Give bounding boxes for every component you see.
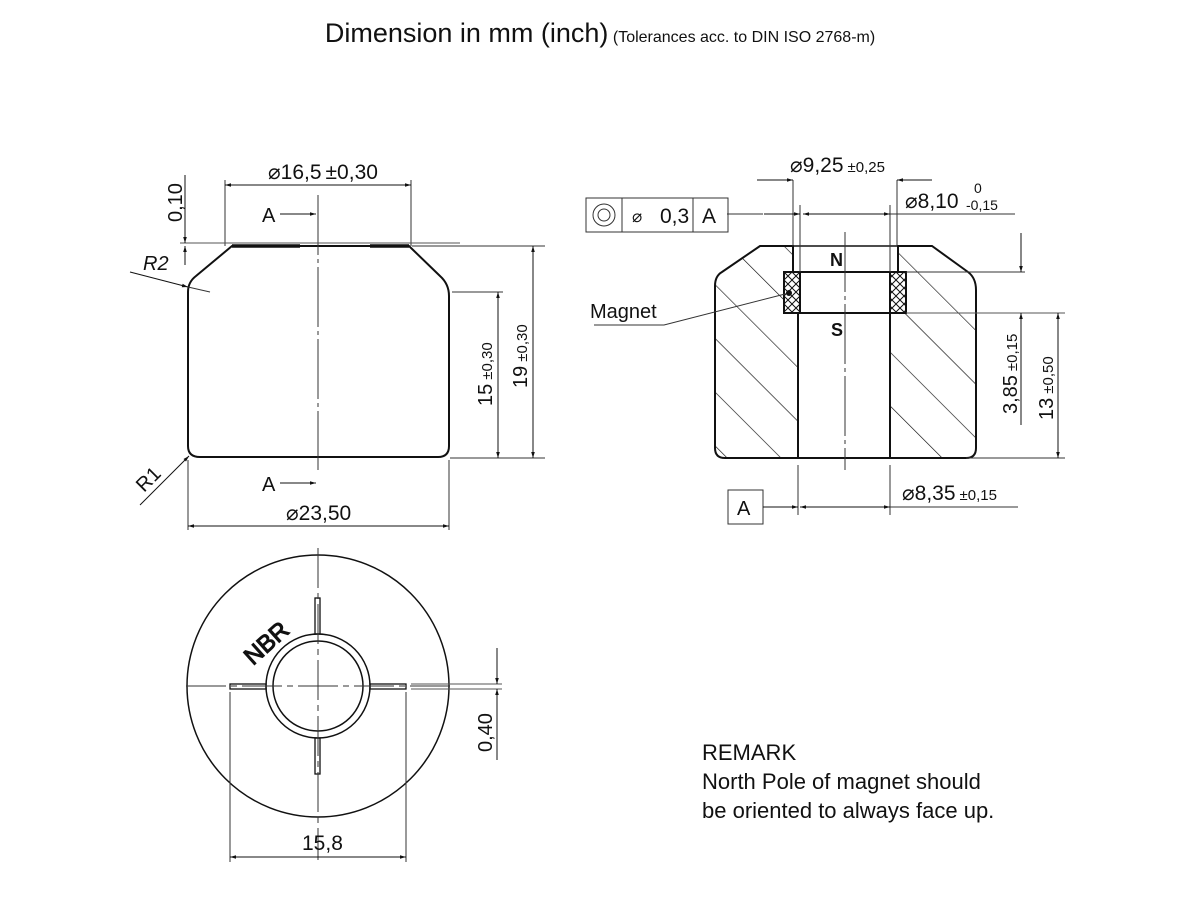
dim-top-diameter: ⌀16,5±0,30 bbox=[268, 161, 378, 184]
magnet-label: Magnet bbox=[590, 301, 657, 323]
tol-upper: 0 bbox=[974, 180, 982, 196]
section-view: N S Magnet ⌀9,25±0,25 ⌀8,10 0 -0,15 bbox=[585, 154, 1065, 525]
dim-bore-bottom-diameter: ⌀8,35±0,15 bbox=[902, 482, 997, 505]
dim-slot-span: 15,8 bbox=[302, 832, 343, 855]
dim-bore-height: 13±0,50 bbox=[1036, 356, 1058, 420]
dim-radius-bottom: R1 bbox=[132, 463, 166, 497]
dim-bore-inner-diameter: ⌀8,10 bbox=[905, 190, 959, 213]
dim-top-offset: 0,10 bbox=[165, 183, 187, 222]
top-view: NBR 15,8 0,40 bbox=[186, 548, 502, 862]
fcf-zone-symbol: ⌀ bbox=[632, 207, 642, 226]
section-marker-bottom: A bbox=[262, 474, 276, 496]
dim-slot-width: 0,40 bbox=[475, 713, 497, 752]
dim-radius-top: R2 bbox=[143, 253, 169, 275]
fcf-datum: A bbox=[702, 205, 716, 228]
drawing-title: Dimension in mm (inch) (Tolerances acc. … bbox=[0, 18, 1200, 49]
title-main: Dimension in mm (inch) bbox=[324, 18, 609, 48]
dim-bottom-diameter: ⌀23,50 bbox=[286, 502, 351, 525]
dim-height-total: 19±0,30 bbox=[510, 324, 532, 388]
dim-height-inner: 15±0,30 bbox=[475, 342, 497, 406]
section-marker-top: A bbox=[262, 205, 276, 227]
title-subtitle: (Tolerances acc. to DIN ISO 2768-m) bbox=[612, 29, 876, 46]
material-label: NBR bbox=[239, 616, 295, 670]
dim-magnet-depth: 3,85±0,15 bbox=[1000, 334, 1022, 414]
remark-note: REMARK North Pole of magnet should be or… bbox=[702, 738, 994, 825]
remark-line-2: be oriented to always face up. bbox=[702, 798, 995, 823]
feature-control-frame: ⌀ 0,3 A bbox=[585, 197, 729, 233]
north-pole-label: N bbox=[830, 250, 843, 270]
tol-lower: -0,15 bbox=[966, 197, 998, 213]
dim-bore-top-diameter: ⌀9,25±0,25 bbox=[790, 154, 885, 177]
front-outline bbox=[187, 245, 450, 458]
magnet-ring-right bbox=[889, 271, 907, 314]
remark-heading: REMARK bbox=[702, 740, 797, 765]
datum-label: A bbox=[737, 498, 751, 520]
concentricity-icon bbox=[592, 203, 616, 227]
fcf-value: 0,3 bbox=[660, 205, 689, 228]
remark-line-1: North Pole of magnet should bbox=[702, 769, 981, 794]
south-pole-label: S bbox=[831, 320, 843, 340]
front-view: ⌀16,5±0,30 A A 0,10 R2 R1 ⌀23,50 15±0, bbox=[129, 161, 545, 530]
